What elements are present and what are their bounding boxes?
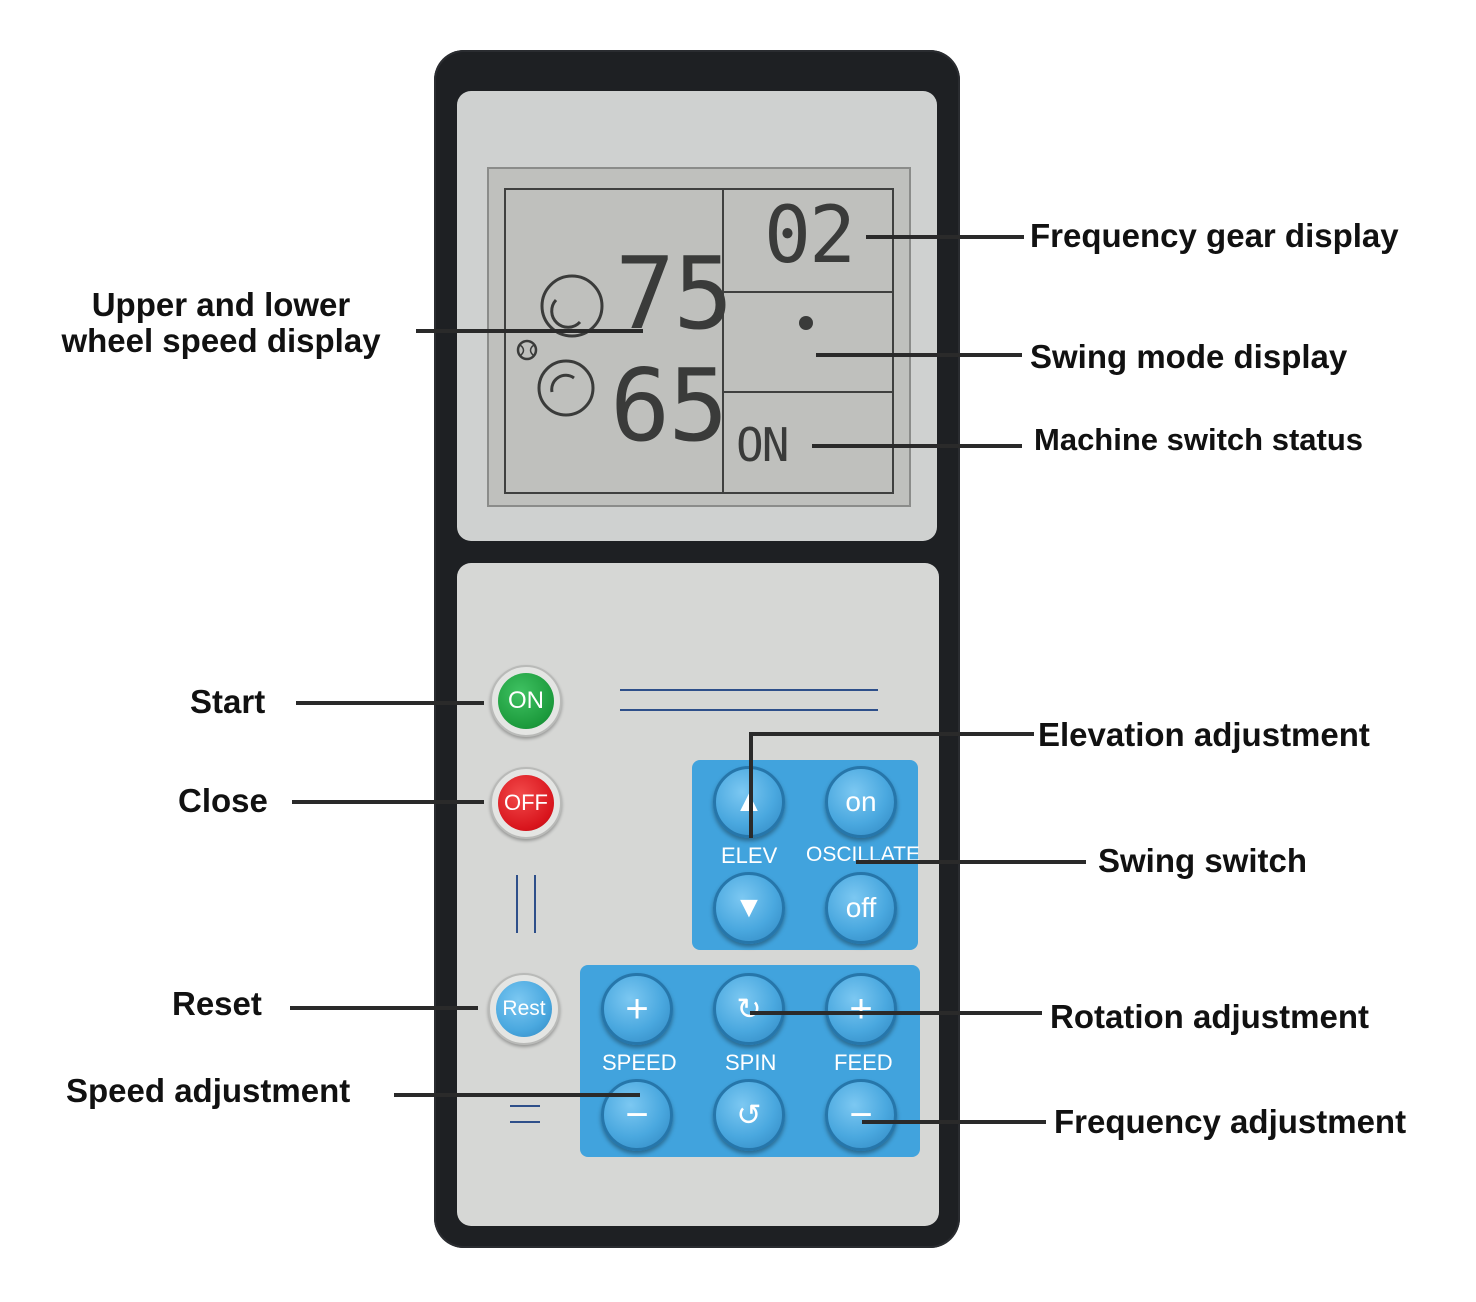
triangle-up-icon: ▲ xyxy=(734,785,764,818)
lower-wheel-icon xyxy=(537,359,595,417)
ball-icon xyxy=(516,339,538,361)
spin-label: SPIN xyxy=(725,1050,777,1075)
minus-icon: − xyxy=(625,1092,649,1137)
callout-rotation-adjustment: Rotation adjustment xyxy=(1050,998,1369,1035)
machine-status-value: ON xyxy=(736,418,789,472)
spin-backward-button[interactable]: ↺ xyxy=(713,1079,785,1151)
spin-forward-button[interactable]: ↻ xyxy=(713,973,785,1045)
oscillate-on-label: on xyxy=(845,786,877,817)
frequency-gear-value: 02 xyxy=(764,191,856,281)
on-button[interactable]: ON xyxy=(490,665,562,737)
minus-icon: − xyxy=(849,1092,873,1137)
callout-swing-switch: Swing switch xyxy=(1098,842,1308,879)
reset-button-face: Rest xyxy=(496,981,552,1037)
callout-wheel-speed-line2: wheel speed display xyxy=(61,322,381,359)
swing-mode-dot-icon xyxy=(799,316,813,330)
rotate-counterclockwise-icon: ↺ xyxy=(736,1098,762,1132)
callout-close: Close xyxy=(178,782,268,819)
feed-minus-button[interactable]: − xyxy=(825,1079,897,1151)
triangle-down-icon: ▼ xyxy=(734,891,764,924)
elev-label: ELEV xyxy=(721,843,778,868)
callout-swing-mode-display: Swing mode display xyxy=(1030,338,1348,375)
callout-wheel-speed-line1: Upper and lower xyxy=(91,286,351,323)
off-button[interactable]: OFF xyxy=(490,767,562,839)
on-button-face: ON xyxy=(498,673,554,729)
elev-down-button[interactable]: ▼ xyxy=(713,872,785,944)
speed-label: SPEED xyxy=(602,1050,677,1075)
callout-start: Start xyxy=(190,683,266,720)
off-button-face: OFF xyxy=(498,775,554,831)
lcd-frame xyxy=(504,188,894,494)
callout-speed-adjustment: Speed adjustment xyxy=(66,1072,351,1109)
upper-wheel-speed-value: 75 xyxy=(615,235,733,352)
oscillate-off-button[interactable]: off xyxy=(825,872,897,944)
plus-icon: + xyxy=(625,986,649,1031)
lcd-screen xyxy=(487,167,911,507)
speed-plus-button[interactable]: + xyxy=(601,973,673,1045)
oscillate-on-button[interactable]: on xyxy=(825,766,897,838)
callout-frequency-adjustment: Frequency adjustment xyxy=(1054,1103,1407,1140)
leader-elevation xyxy=(749,732,1034,838)
callout-frequency-gear-display: Frequency gear display xyxy=(1030,217,1399,254)
upper-wheel-arrow-icon xyxy=(550,298,582,329)
reset-button[interactable]: Rest xyxy=(488,973,560,1045)
plus-icon: + xyxy=(849,986,873,1031)
oscillate-off-label: off xyxy=(845,892,877,923)
feed-label: FEED xyxy=(834,1050,893,1075)
feed-plus-button[interactable]: + xyxy=(825,973,897,1045)
lower-wheel-arrow-icon xyxy=(550,373,575,393)
upper-wheel-icon xyxy=(540,274,604,338)
callout-wheel-speed-display: Upper and lower wheel speed display xyxy=(40,287,402,359)
rotate-clockwise-icon: ↻ xyxy=(736,992,762,1026)
lower-wheel-speed-value: 65 xyxy=(610,347,728,464)
callout-machine-switch-status: Machine switch status xyxy=(1034,422,1364,457)
callout-reset: Reset xyxy=(172,985,262,1022)
callout-elevation-adjustment: Elevation adjustment xyxy=(1038,716,1370,753)
speed-minus-button[interactable]: − xyxy=(601,1079,673,1151)
